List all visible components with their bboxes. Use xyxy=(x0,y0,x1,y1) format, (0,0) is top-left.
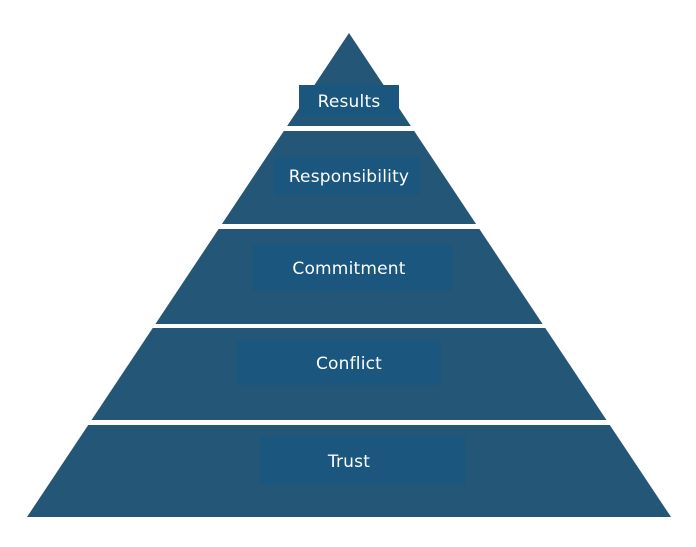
label-box-results xyxy=(299,85,399,117)
level-label-commitment: Commitment xyxy=(292,259,405,279)
label-box-conflict xyxy=(237,341,441,385)
label-box-trust xyxy=(260,437,466,485)
pyramid-level-trust: Trust xyxy=(27,425,671,517)
level-label-results: Results xyxy=(318,92,381,112)
pyramid-level-conflict: Conflict xyxy=(91,328,607,420)
label-box-responsibility xyxy=(274,157,420,195)
pyramid-level-commitment: Commitment xyxy=(155,229,543,324)
level-label-conflict: Conflict xyxy=(316,354,382,374)
level-label-trust: Trust xyxy=(327,452,370,472)
pyramid-level-responsibility: Responsibility xyxy=(221,131,477,224)
pyramid-level-results: Results xyxy=(287,33,411,126)
label-box-commitment xyxy=(253,245,453,291)
level-label-responsibility: Responsibility xyxy=(289,167,409,187)
